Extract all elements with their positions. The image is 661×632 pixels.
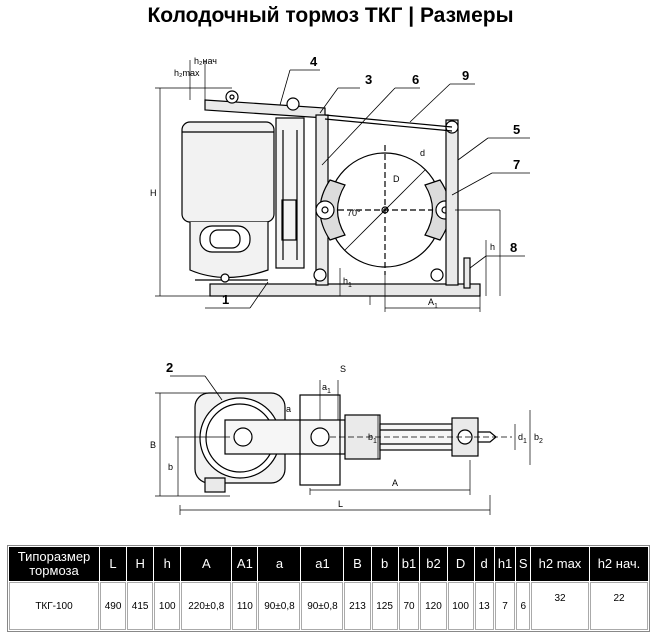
col-header: h2 нач. <box>590 547 648 581</box>
cell-d: 13 <box>474 582 494 630</box>
table-header-row: Типоразмер тормоза L H h A A1 a a1 B b b… <box>9 547 648 581</box>
page-title: Колодочный тормоз ТКГ | Размеры <box>147 4 514 27</box>
col-header: b <box>371 547 398 581</box>
col-header: a1 <box>301 547 344 581</box>
dim-S: S <box>340 364 346 374</box>
callout-2: 2 <box>166 360 173 375</box>
col-header: b1 <box>398 547 420 581</box>
col-header: S <box>516 547 530 581</box>
specs-table: Типоразмер тормоза L H h A A1 a a1 B b b… <box>7 545 650 632</box>
callout-6: 6 <box>412 72 419 87</box>
callout-4: 4 <box>310 54 318 69</box>
cell-A: 220±0,8 <box>181 582 232 630</box>
cell-A1: 110 <box>232 582 258 630</box>
col-header: D <box>447 547 474 581</box>
col-header: A1 <box>232 547 258 581</box>
col-header: b2 <box>420 547 447 581</box>
cell-S: 6 <box>516 582 530 630</box>
callout-9: 9 <box>462 68 469 83</box>
dim-b1: b1 <box>368 432 377 445</box>
dim-d1: d1 <box>518 432 527 445</box>
dim-d: d <box>420 148 425 158</box>
cell-b: 125 <box>371 582 398 630</box>
cell-h: 100 <box>154 582 181 630</box>
table-row: ТКГ-100 490 415 100 220±0,8 110 90±0,8 9… <box>9 582 648 630</box>
brake-dimension-drawing: 4 3 6 9 5 7 8 1 2 H A1 h1 h 70° D d h₂ma… <box>150 54 543 515</box>
callout-8: 8 <box>510 240 517 255</box>
cell-D: 100 <box>447 582 474 630</box>
dim-h2nach: h₂нач <box>194 56 217 66</box>
cell-a: 90±0,8 <box>258 582 301 630</box>
cell-b1: 70 <box>398 582 420 630</box>
col-header: H <box>127 547 154 581</box>
right-shoe-lever <box>445 119 459 286</box>
callout-5: 5 <box>513 122 520 137</box>
dim-b: b <box>168 462 173 472</box>
cell-H: 415 <box>127 582 154 630</box>
col-header: B <box>344 547 371 581</box>
dim-H: H <box>150 188 157 198</box>
col-header: L <box>100 547 127 581</box>
dim-h2max: h₂max <box>174 68 200 78</box>
cell-b2: 120 <box>420 582 447 630</box>
base-plate <box>209 283 481 297</box>
col-header: h1 <box>494 547 516 581</box>
upper-lever <box>204 99 326 119</box>
col-header: a <box>258 547 301 581</box>
col-header: Типоразмер тормоза <box>9 547 99 581</box>
thruster-body <box>181 121 275 223</box>
dim-D: D <box>393 174 400 184</box>
dim-angle: 70° <box>347 208 361 218</box>
dim-h1: h1 <box>343 276 352 289</box>
cell-B: 213 <box>344 582 371 630</box>
cell-model: ТКГ-100 <box>9 582 99 630</box>
callout-3: 3 <box>365 72 372 87</box>
dim-A: A <box>392 478 398 488</box>
dim-A1: A1 <box>428 297 438 310</box>
col-header: h2 max <box>531 547 589 581</box>
dim-B: B <box>150 440 156 450</box>
dim-a: a <box>286 404 291 414</box>
col-header: d <box>474 547 494 581</box>
cell-h1: 7 <box>494 582 516 630</box>
cell-L: 490 <box>100 582 127 630</box>
dim-L: L <box>338 499 343 509</box>
dim-h: h <box>490 242 495 252</box>
tie-rod <box>324 114 453 128</box>
col-header: A <box>181 547 232 581</box>
cell-h2nach: 22 <box>590 582 648 630</box>
specs-table-wrap: Типоразмер тормоза L H h A A1 a a1 B b b… <box>7 545 650 632</box>
cell-h2max: 32 <box>531 582 589 630</box>
dim-a1: a1 <box>322 382 331 395</box>
spring-assembly <box>275 117 305 269</box>
callout-7: 7 <box>513 157 520 172</box>
cell-a1: 90±0,8 <box>301 582 344 630</box>
callout-1: 1 <box>222 292 229 307</box>
dim-b2: b2 <box>534 432 543 445</box>
col-header: h <box>154 547 181 581</box>
